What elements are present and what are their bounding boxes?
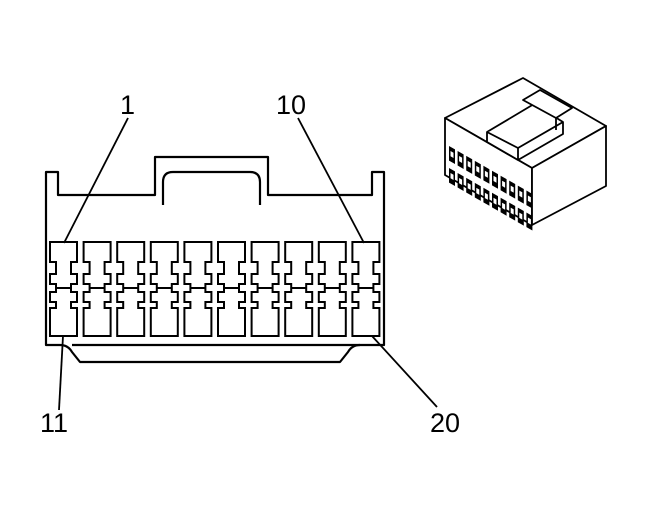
iso-cavity-opening	[476, 187, 480, 195]
pin-label-10: 10	[276, 90, 307, 120]
iso-cavity-opening	[450, 151, 454, 158]
leader-line-pin-20	[371, 335, 438, 408]
iso-cavity-opening	[493, 197, 497, 205]
cavity-column-6	[217, 241, 246, 337]
iso-cavity-opening	[510, 207, 514, 215]
cavity-column-4	[149, 241, 179, 337]
leader-line-pin-1	[63, 117, 129, 244]
iso-cavity-opening	[527, 195, 531, 203]
locking-tab	[161, 170, 262, 205]
connector-isometric-view	[444, 77, 607, 231]
iso-cavity-opening	[510, 185, 514, 193]
iso-cavity-opening	[527, 217, 531, 225]
iso-cavity-opening	[476, 165, 480, 173]
leader-line-pin-11	[58, 335, 64, 411]
iso-cavity-opening	[519, 212, 523, 220]
iso-cavity-opening	[467, 160, 471, 168]
cavity-column-9	[317, 241, 347, 337]
cavity-column-3	[116, 241, 146, 337]
pin-label-1: 1	[120, 90, 136, 120]
iso-cavity-opening	[493, 175, 497, 183]
iso-cavity-opening	[459, 155, 463, 163]
leader-line-pin-10	[297, 117, 365, 244]
iso-cavity-opening	[502, 202, 506, 210]
iso-cavity-opening	[502, 180, 506, 188]
iso-cavity-opening	[519, 190, 523, 198]
cavity-column-7	[250, 241, 280, 337]
connector-housing	[44, 155, 386, 364]
cavity-column-1	[49, 241, 78, 337]
pin-label-11: 11	[40, 408, 69, 438]
iso-cavity-opening	[467, 182, 471, 190]
pin-label-20: 20	[430, 408, 461, 438]
cavity-column-5	[183, 241, 213, 337]
iso-cavity-opening	[450, 173, 454, 180]
iso-cavity-opening	[459, 177, 463, 185]
cavity-column-8	[284, 241, 314, 337]
cavity-column-10	[351, 241, 381, 337]
iso-cavity-opening	[484, 192, 488, 200]
cavity-column-2	[82, 241, 112, 337]
iso-cavity-opening	[484, 170, 488, 178]
